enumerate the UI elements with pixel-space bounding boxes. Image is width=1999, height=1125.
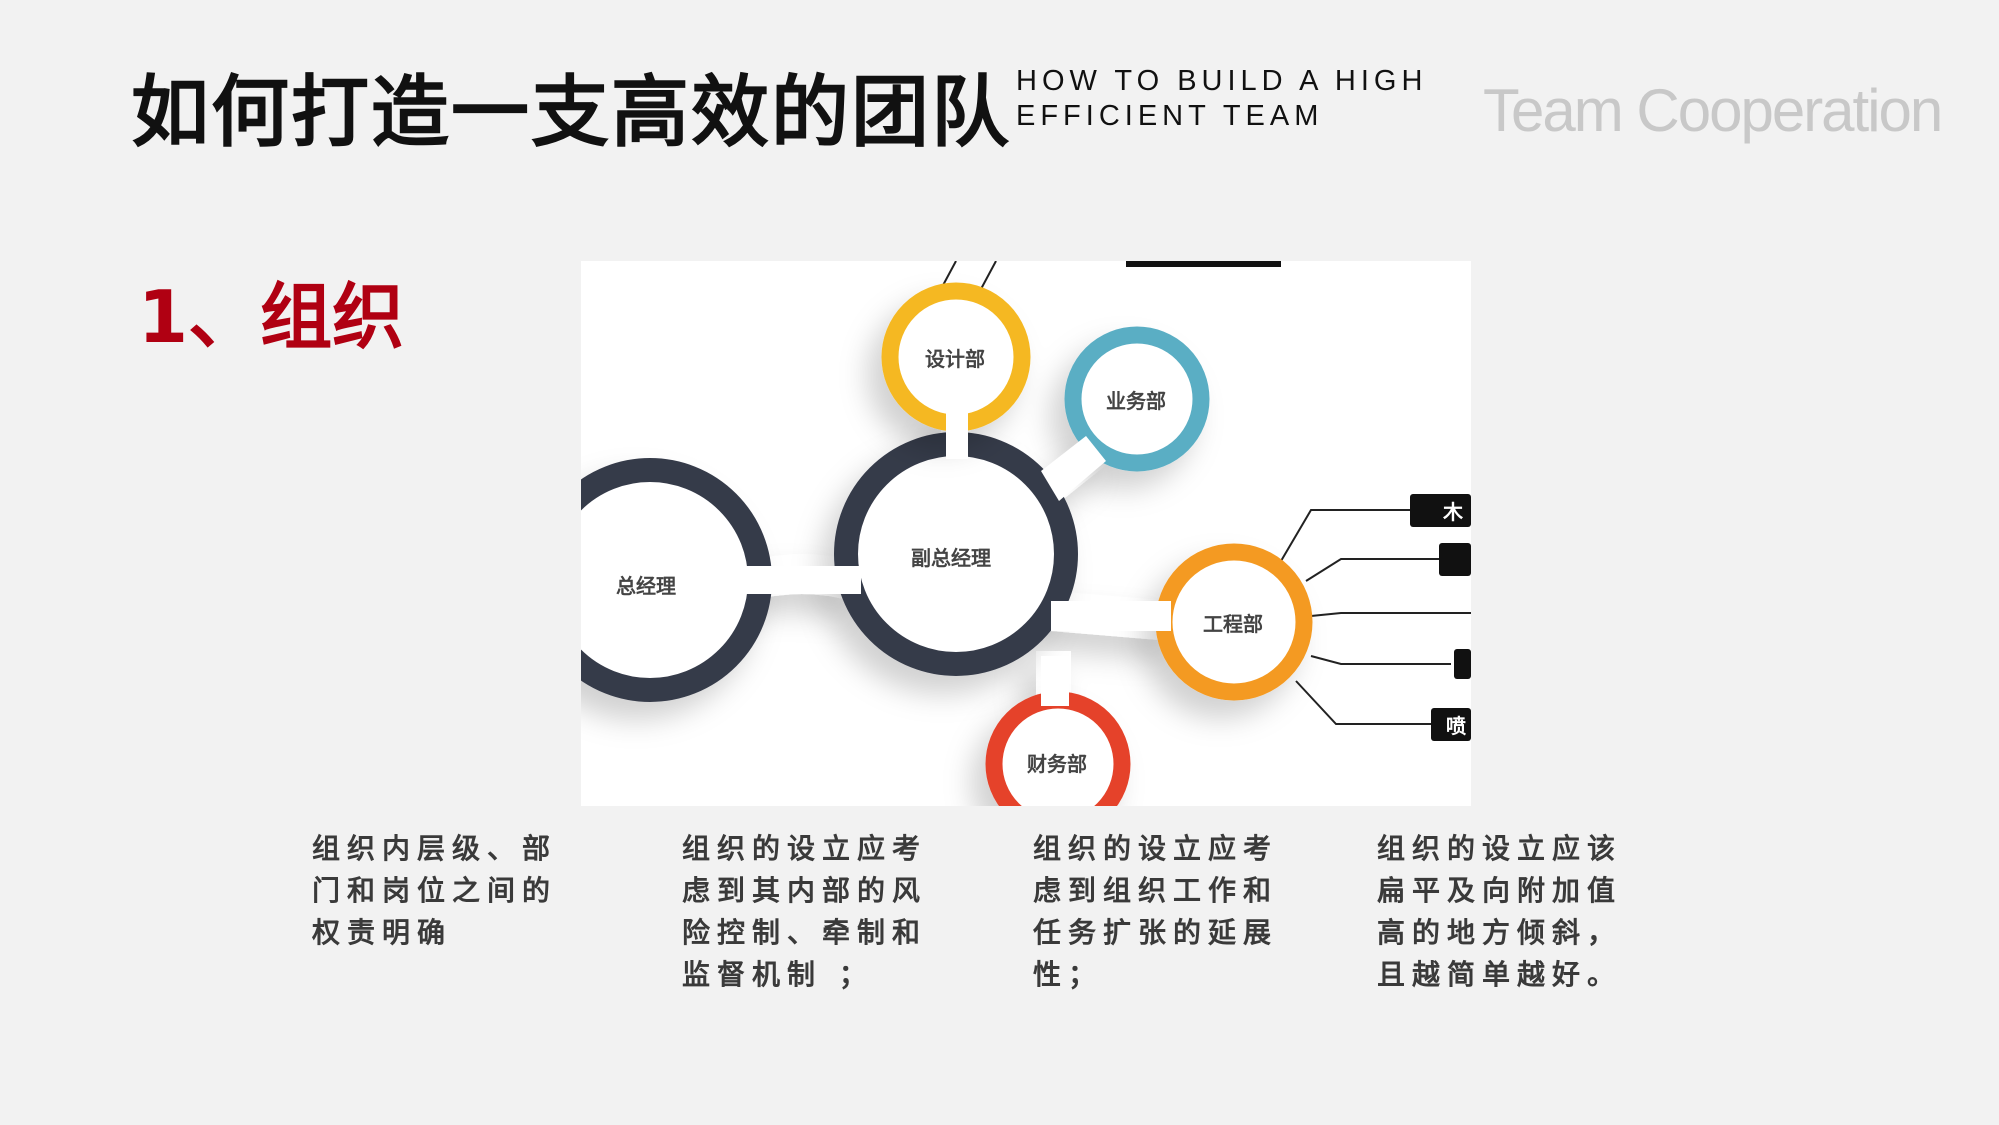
black-box (1410, 494, 1471, 527)
node-label-engineering: 工程部 (1203, 612, 1263, 636)
text-line: 高的地方倾斜， (1377, 916, 1623, 949)
node-label-vgm: 副总经理 (911, 546, 991, 570)
black-box (1126, 261, 1281, 267)
text-column-3: 组织的设立应考 虑到组织工作和 任务扩张的延展 性； (1033, 828, 1293, 996)
text-line: 性； (1033, 958, 1104, 991)
text-line: 虑到组织工作和 (1033, 874, 1279, 907)
black-box (1439, 543, 1471, 576)
text-line: 任务扩张的延展 (1033, 916, 1279, 949)
node-label-gm: 总经理 (616, 574, 676, 598)
text-line: 险控制、牵制和 (682, 916, 928, 949)
text-column-4: 组织的设立应该 扁平及向附加值 高的地方倾斜， 且越简单越好。 (1377, 828, 1637, 996)
text-column-1: 组织内层级、部 门和岗位之间的 权责明确 (312, 828, 572, 954)
black-box (1454, 649, 1471, 679)
brand-text: Team Cooperation (1483, 77, 1943, 144)
text-line: 组织的设立应考 (1033, 832, 1279, 865)
text-column-2: 组织的设立应考 虑到其内部的风 险控制、牵制和 监督机制 ； (682, 828, 942, 996)
box-label: 喷 (1446, 714, 1466, 738)
text-line: 监督机制 ； (682, 958, 874, 991)
org-diagram-image: 木 喷 总经理 副总经 (528, 260, 1471, 837)
page-title: 如何打造一支高效的团队 (131, 68, 1012, 158)
node-ring-business (1064, 326, 1210, 472)
node-label-finance: 财务部 (1027, 752, 1087, 776)
node-label-design: 设计部 (925, 347, 985, 371)
text-line: 扁平及向附加值 (1377, 874, 1623, 907)
page-subtitle: HOW TO BUILD A HIGH EFFICIENT TEAM (1016, 64, 1427, 134)
section-title: 1、组织 (138, 275, 405, 359)
text-line: 门和岗位之间的 (312, 874, 558, 907)
subtitle-line-2: EFFICIENT TEAM (1016, 100, 1324, 132)
node-label-business: 业务部 (1106, 389, 1166, 413)
text-line: 组织内层级、部 (312, 832, 558, 865)
text-line: 组织的设立应该 (1377, 832, 1623, 865)
black-box (1431, 708, 1471, 741)
text-line: 组织的设立应考 (682, 832, 928, 865)
text-line: 权责明确 (312, 916, 453, 949)
box-label: 木 (1442, 500, 1464, 524)
connector-lines (940, 260, 1471, 725)
text-line: 且越简单越好。 (1377, 958, 1623, 991)
subtitle-line-1: HOW TO BUILD A HIGH (1016, 65, 1428, 97)
text-line: 虑到其内部的风 (682, 874, 928, 907)
